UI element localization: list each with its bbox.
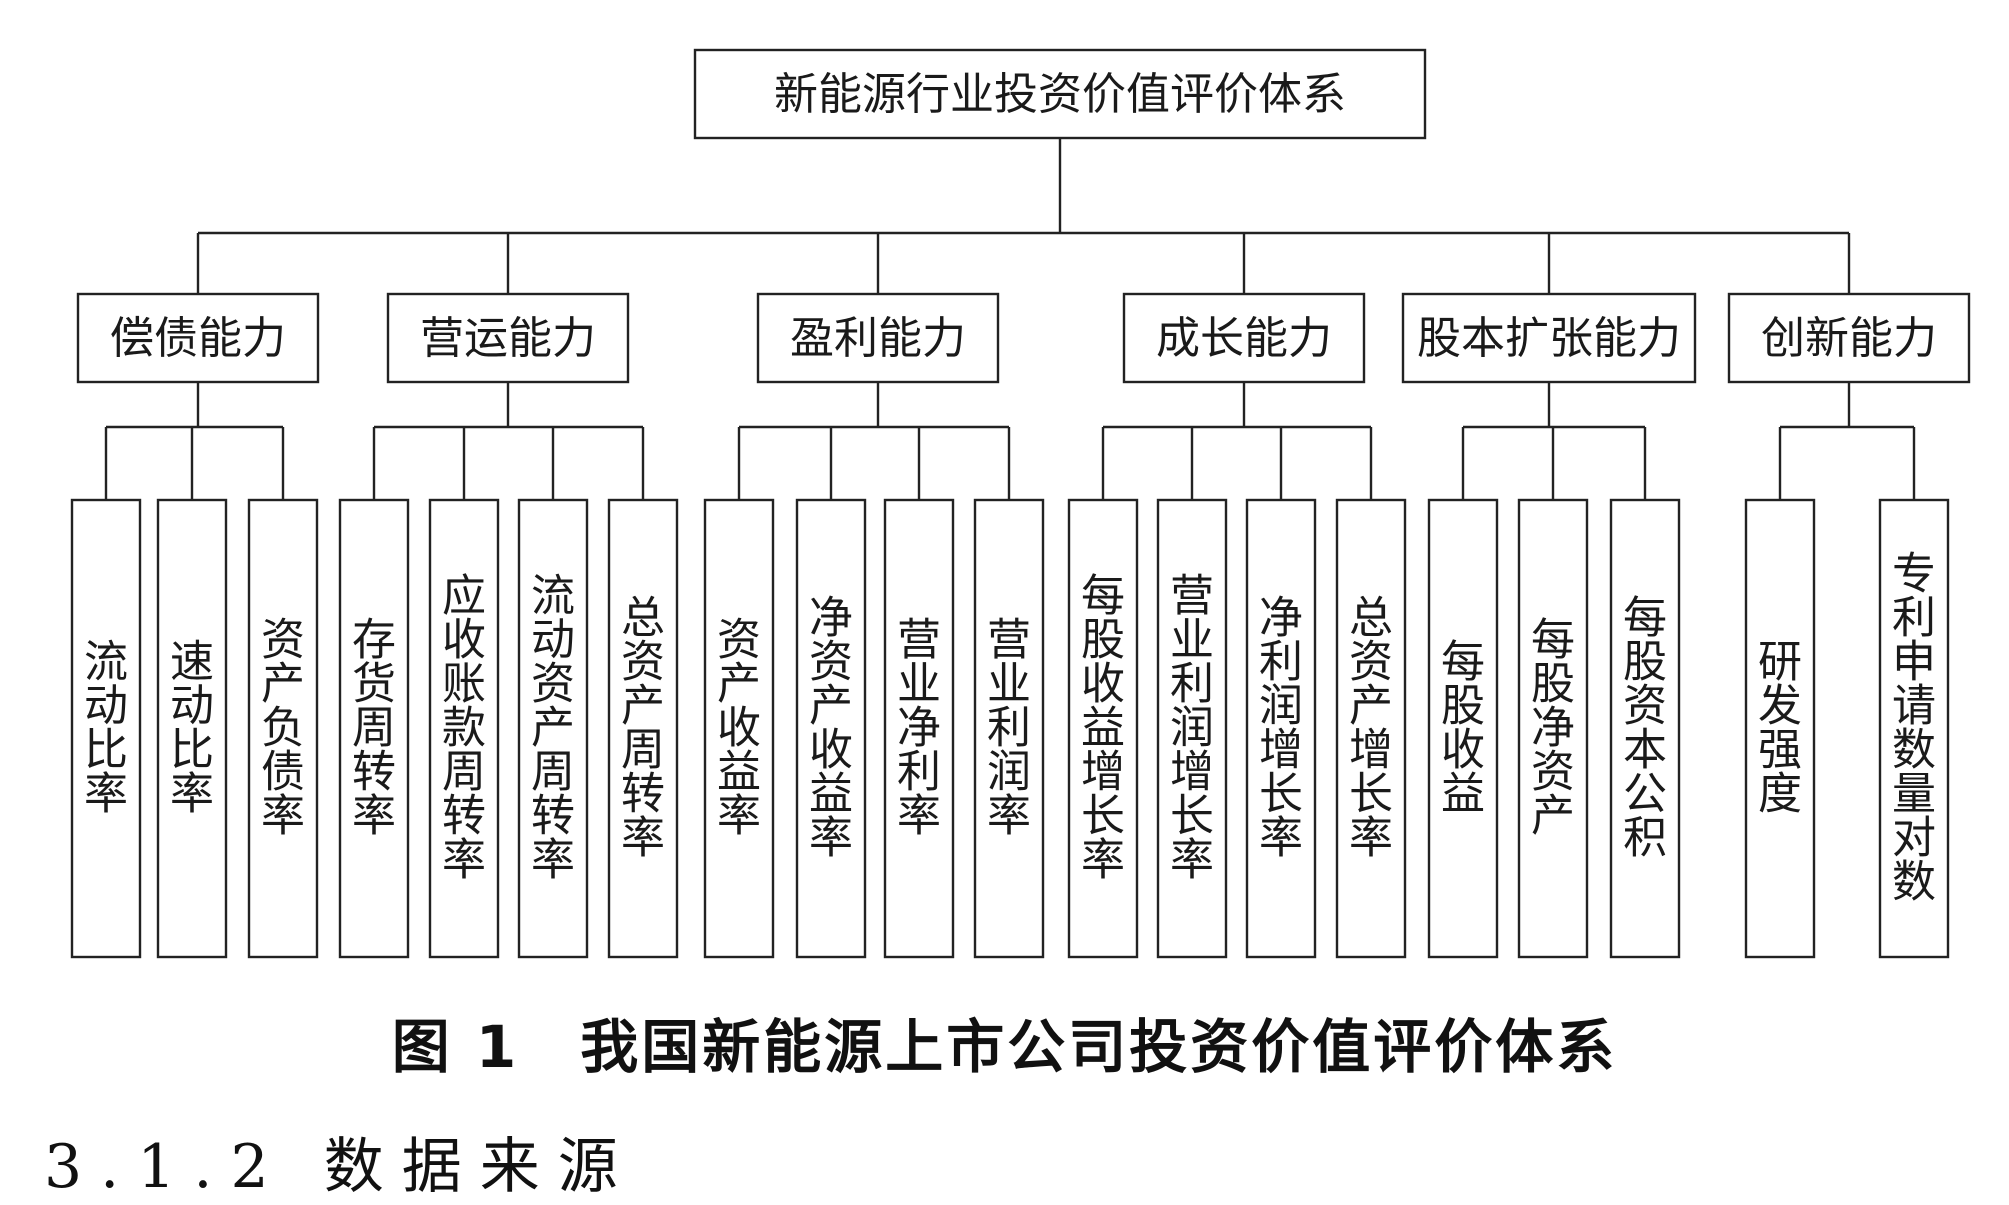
indicator-box-frame: [1744, 498, 1816, 959]
indicator-box-frame: [1517, 498, 1589, 959]
indicator-box: 每股净资产: [1517, 498, 1589, 959]
indicator-label: 每股资本公积: [1623, 593, 1667, 864]
category-label: 创新能力: [1761, 313, 1937, 364]
indicator-label: 营业净利率: [897, 615, 941, 842]
category-nodes: 偿债能力 营运能力 盈利能力 成长能力 股本扩张能力 创新能力: [76, 292, 1971, 384]
indicator-label: 每股净资产: [1531, 615, 1575, 842]
indicator-box-frame: [1067, 498, 1139, 959]
indicator-box-frame: [607, 498, 679, 959]
category-box-frame: [1122, 292, 1366, 384]
indicator-box: 专利申请数量对数: [1878, 498, 1950, 959]
indicator-box: 流动比率: [70, 498, 142, 959]
category-box-frame: [756, 292, 1000, 384]
indicator-box-frame: [973, 498, 1045, 959]
indicator-label: 资产收益率: [717, 615, 761, 842]
indicator-label: 营业利润增长率: [1170, 571, 1214, 886]
category-box: 营运能力: [386, 292, 630, 384]
indicator-box-frame: [1245, 498, 1317, 959]
category-box-frame: [386, 292, 630, 384]
category-label: 盈利能力: [790, 313, 966, 364]
indicator-box: 营业净利率: [883, 498, 955, 959]
indicator-label: 流动比率: [84, 637, 128, 820]
category-box: 偿债能力: [76, 292, 320, 384]
category-box: 股本扩张能力: [1401, 292, 1697, 384]
indicator-box: 总资产周转率: [607, 498, 679, 959]
indicator-box: 每股资本公积: [1609, 498, 1681, 959]
indicator-box-frame: [428, 498, 500, 959]
category-box-frame: [76, 292, 320, 384]
indicator-box: 营业利润率: [973, 498, 1045, 959]
indicator-box-frame: [517, 498, 589, 959]
indicator-box-frame: [1609, 498, 1681, 959]
category-label: 偿债能力: [110, 313, 286, 364]
indicator-label: 总资产增长率: [1349, 593, 1393, 864]
indicator-label: 专利申请数量对数: [1892, 549, 1936, 908]
indicator-box: 净利润增长率: [1245, 498, 1317, 959]
indicator-label: 资产负债率: [261, 615, 305, 842]
indicator-label: 研发强度: [1758, 637, 1802, 820]
category-label: 营运能力: [420, 313, 596, 364]
indicator-box: 研发强度: [1744, 498, 1816, 959]
section-heading: 3.1.2 数据来源: [44, 1132, 636, 1202]
indicator-box-frame: [1156, 498, 1228, 959]
root-box: 新能源行业投资价值评价体系: [693, 48, 1427, 140]
root-box-frame: [693, 48, 1427, 140]
indicator-label: 每股收益: [1441, 637, 1485, 820]
indicator-label: 净利润增长率: [1259, 593, 1303, 864]
indicator-box-frame: [795, 498, 867, 959]
indicator-box: 资产负债率: [247, 498, 319, 959]
category-box: 创新能力: [1727, 292, 1971, 384]
connector-lines: [104, 138, 1916, 500]
indicator-box-frame: [70, 498, 142, 959]
category-box: 成长能力: [1122, 292, 1366, 384]
category-box: 盈利能力: [756, 292, 1000, 384]
indicator-box: 每股收益: [1427, 498, 1499, 959]
indicator-label: 营业利润率: [987, 615, 1031, 842]
indicator-box: 总资产增长率: [1335, 498, 1407, 959]
indicator-box-frame: [156, 498, 228, 959]
indicator-box-frame: [703, 498, 775, 959]
indicator-label: 速动比率: [170, 637, 214, 820]
category-box-frame: [1401, 292, 1697, 384]
indicator-box: 每股收益增长率: [1067, 498, 1139, 959]
indicator-label: 每股收益增长率: [1081, 571, 1125, 886]
indicator-label: 存货周转率: [352, 615, 396, 842]
hierarchy-diagram: 新能源行业投资价值评价体系 偿债能力 营运能力 盈利能力 成长能力 股本扩张能力 创新能力…: [70, 48, 1971, 959]
indicator-label: 净资产收益率: [809, 593, 853, 864]
indicator-box: 应收账款周转率: [428, 498, 500, 959]
category-box-frame: [1727, 292, 1971, 384]
indicator-box-frame: [1878, 498, 1950, 959]
category-label: 成长能力: [1156, 313, 1332, 364]
indicator-box-frame: [1427, 498, 1499, 959]
root-label: 新能源行业投资价值评价体系: [774, 69, 1346, 120]
indicator-label: 流动资产周转率: [531, 571, 575, 886]
indicator-box: 营业利润增长率: [1156, 498, 1228, 959]
indicator-box: 资产收益率: [703, 498, 775, 959]
indicator-label: 应收账款周转率: [442, 571, 486, 886]
indicator-box-frame: [1335, 498, 1407, 959]
indicator-box-frame: [338, 498, 410, 959]
figure-caption: 图 1 我国新能源上市公司投资价值评价体系: [391, 1013, 1618, 1081]
indicator-box: 速动比率: [156, 498, 228, 959]
indicator-box: 净资产收益率: [795, 498, 867, 959]
indicator-box: 流动资产周转率: [517, 498, 589, 959]
indicator-box: 存货周转率: [338, 498, 410, 959]
indicator-box-frame: [247, 498, 319, 959]
category-label: 股本扩张能力: [1417, 313, 1681, 364]
root-node: 新能源行业投资价值评价体系: [693, 48, 1427, 140]
indicator-box-frame: [883, 498, 955, 959]
indicator-label: 总资产周转率: [621, 593, 665, 864]
